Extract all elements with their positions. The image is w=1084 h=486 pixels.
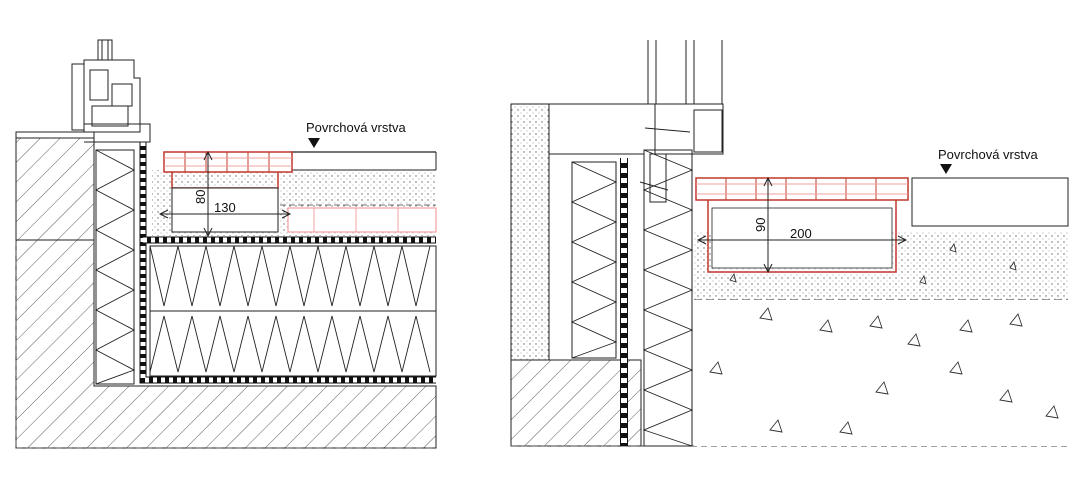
left-dimensions: [158, 150, 292, 238]
left-drain-channel: [163, 151, 293, 233]
right-aggregate: [709, 242, 1059, 435]
right-surface-label: Povrchová vrstva: [938, 147, 1038, 162]
left-dim-height: 80: [193, 190, 208, 204]
right-masonry: [510, 359, 642, 447]
right-vertical-insulation-1: [571, 161, 617, 359]
right-dim-height: 90: [753, 218, 768, 232]
right-surface-layer: [911, 177, 1069, 227]
left-dim-width: 130: [214, 200, 236, 215]
right-plaster-wall: [510, 103, 550, 361]
left-tile-row: [287, 207, 437, 233]
right-vertical-insulation-2: [643, 149, 693, 447]
left-detail: 80 130 Povrchová vrstva: [15, 39, 437, 449]
left-sill: [15, 131, 95, 139]
right-detail: 90 200 Povrchová vrstva: [510, 40, 1069, 447]
right-lintel: [548, 103, 656, 155]
right-dimensions: [696, 176, 908, 274]
right-level-marker: [940, 164, 952, 174]
left-level-marker: [308, 138, 320, 148]
left-upper-wall: [15, 136, 95, 241]
right-drain-channel: [695, 177, 909, 273]
left-window-frame: [71, 39, 151, 143]
left-surface-label: Povrchová vrstva: [306, 120, 406, 135]
right-dim-width: 200: [790, 226, 812, 241]
right-window-frame: [639, 40, 724, 203]
